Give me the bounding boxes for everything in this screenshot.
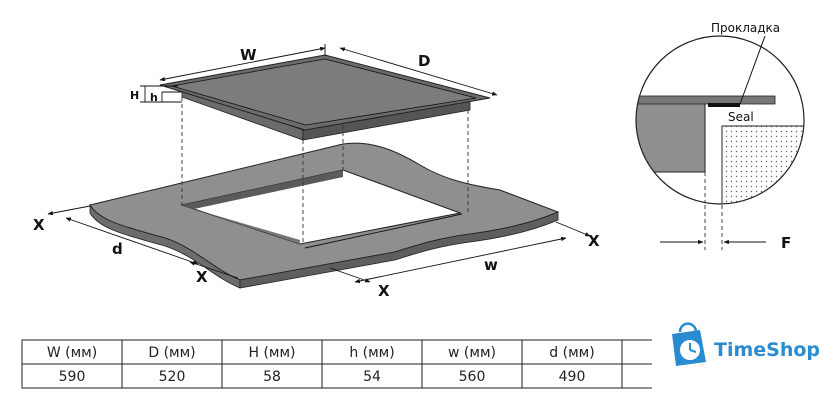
table-header: h (мм) bbox=[349, 345, 394, 361]
table-value: 54 bbox=[363, 369, 381, 385]
table-cell bbox=[121, 363, 223, 389]
label-X-front: X bbox=[196, 268, 208, 286]
label-D: D bbox=[418, 52, 430, 70]
table-value: 5 bbox=[668, 369, 677, 385]
table-value: 560 bbox=[459, 369, 486, 385]
table-cell bbox=[21, 363, 123, 389]
dimension-lines bbox=[47, 44, 591, 284]
callout-label-seal: Seal bbox=[728, 110, 754, 124]
seal-detail-circle bbox=[635, 35, 805, 205]
table-cell bbox=[521, 363, 623, 389]
label-F: F bbox=[781, 234, 791, 252]
table-value: 590 bbox=[59, 369, 86, 385]
projection-lines bbox=[181, 97, 469, 244]
timeshop-logo: TimeShop bbox=[672, 322, 820, 366]
label-d: d bbox=[112, 240, 123, 258]
table-value: 520 bbox=[159, 369, 186, 385]
shopping-bag-clock-icon bbox=[672, 322, 706, 366]
table-value: 490 bbox=[559, 369, 586, 385]
table-header: d (мм) bbox=[549, 345, 594, 361]
table-cell bbox=[621, 339, 652, 365]
label-W: W bbox=[240, 46, 257, 64]
table-header: W (мм) bbox=[47, 345, 97, 361]
table-cell bbox=[321, 339, 423, 365]
label-h: h bbox=[150, 91, 158, 104]
table-cell bbox=[621, 363, 652, 389]
table-cell bbox=[221, 363, 323, 389]
dimensions-table: W (мм) 590 D (мм) 520 H (мм) 58 h (мм) 54 w (мм)… bbox=[21, 339, 677, 389]
table-header: D (мм) bbox=[148, 345, 195, 361]
hob-glass bbox=[159, 54, 491, 141]
logo-text: TimeShop bbox=[714, 339, 820, 361]
countertop bbox=[89, 142, 560, 289]
label-X-left: X bbox=[33, 216, 45, 234]
table-header: H (мм) bbox=[248, 345, 295, 361]
table-value: 58 bbox=[263, 369, 281, 385]
label-X-right: X bbox=[588, 232, 600, 250]
label-X-bottom: X bbox=[378, 282, 390, 300]
gap-dimension-F bbox=[660, 205, 766, 250]
label-w: w bbox=[484, 256, 498, 274]
table-cell bbox=[421, 339, 523, 365]
callout-label-gasket: Прокладка bbox=[711, 21, 780, 35]
table-cell bbox=[421, 363, 523, 389]
table-header: w (мм) bbox=[448, 345, 496, 361]
label-H: H bbox=[130, 89, 139, 102]
